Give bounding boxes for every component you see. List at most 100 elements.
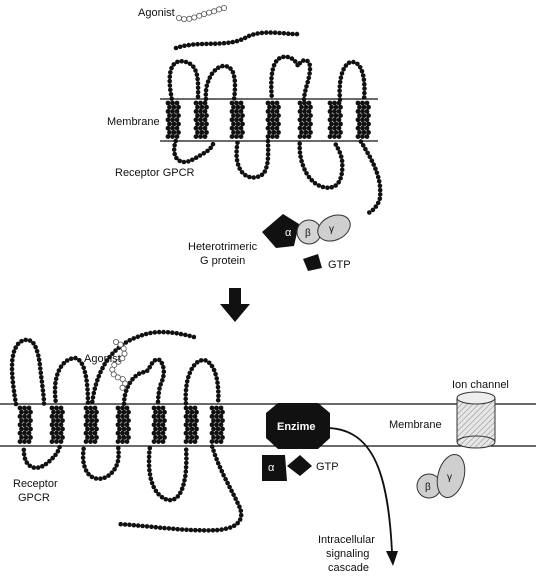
receptor-top-helix-bead — [271, 130, 277, 135]
receptor-top-bead — [367, 210, 372, 215]
receptor-bottom-bead — [175, 526, 180, 532]
receptor-bottom-bead — [233, 496, 238, 502]
gtp-bottom-label: GTP — [316, 461, 339, 473]
receptor-top-helix-bead — [265, 134, 271, 140]
receptor-top-helix-bead — [204, 121, 209, 127]
receptor-bottom-bead — [102, 475, 107, 481]
receptor-top-helix-bead — [332, 134, 337, 140]
receptor-top-helix-bead — [357, 121, 362, 127]
receptor-bottom-helix-bead — [183, 414, 189, 419]
receptor-bottom-bead — [156, 329, 162, 335]
receptor-bottom-bead — [40, 388, 46, 393]
receptor-bottom-bead — [201, 528, 207, 533]
receptor-top-helix-bead — [357, 130, 362, 135]
receptor-bottom-bead — [172, 496, 177, 502]
receptor-top-helix-bead — [360, 109, 365, 114]
receptor-bottom-helix-bead — [157, 435, 163, 440]
receptor-top-helix-bead — [336, 100, 342, 106]
receptor-top-bead — [277, 56, 282, 61]
receptor-bottom-helix-bead — [151, 422, 157, 428]
receptor-bottom-helix-bead — [120, 439, 125, 444]
receptor-bottom-bead — [10, 353, 16, 359]
receptor-top-helix-bead — [265, 117, 271, 123]
receptor-bottom-bead — [184, 527, 189, 533]
receptor-bottom-helix-bead — [17, 405, 23, 411]
receptor-bottom-helix-bead — [121, 426, 127, 432]
receptor-bottom-bead — [40, 383, 45, 389]
top-panel: Agonist Membrane Receptor GPCR α β γ Het… — [107, 5, 383, 271]
receptor-top-helix-bead — [333, 130, 339, 135]
receptor-top-helix-bead — [297, 109, 303, 114]
receptor-top-bead — [281, 31, 287, 36]
receptor-bottom-helix-bead — [185, 418, 190, 423]
receptor-bottom-bead — [157, 357, 162, 363]
enzyme: Enzime — [266, 403, 330, 449]
receptor-top-helix-bead — [234, 109, 239, 114]
receptor-bottom-bead — [219, 527, 224, 532]
receptor-top-helix-bead — [355, 117, 361, 123]
receptor-top-helix-bead — [355, 125, 361, 131]
receptor-bottom-bead — [52, 389, 58, 395]
receptor-bottom-helix-bead — [160, 414, 166, 419]
receptor-top-bead — [320, 184, 326, 190]
receptor-top-bead — [374, 170, 380, 176]
receptor-bottom-bead — [235, 520, 240, 526]
receptor-bottom-helix-bead — [51, 426, 56, 432]
receptor-bottom-bead — [162, 525, 167, 531]
agonist-top-bead — [186, 15, 193, 22]
receptor-top-bead — [281, 54, 286, 60]
receptor-top-helix-bead — [274, 109, 280, 114]
receptor-top-helix-bead — [355, 100, 361, 106]
receptor-bottom-helix-bead — [183, 430, 189, 436]
receptor-bottom-helix-bead — [117, 418, 122, 423]
receptor-bottom-bead — [215, 460, 221, 466]
receptor-bottom-bead — [123, 340, 129, 345]
receptor-top-helix-bead — [306, 134, 312, 140]
agonist-bottom-bead — [113, 338, 120, 345]
receptor-top-helix-bead — [165, 100, 171, 106]
receptor-bottom-helix-bead — [211, 435, 216, 440]
receptor-bottom-helix-bead — [19, 426, 24, 432]
receptor-top-bead — [203, 96, 209, 102]
receptor-bottom-helix-bead — [89, 409, 95, 415]
receptor-top-helix-bead — [338, 104, 343, 110]
receptor-top-helix-bead — [364, 117, 370, 123]
receptor-top-helix-bead — [165, 117, 171, 123]
agonist-bottom-bead — [122, 380, 129, 387]
receptor-top-bead — [340, 163, 345, 168]
receptor-top-helix-bead — [171, 113, 177, 118]
receptor-top-helix-bead — [336, 134, 342, 140]
receptor-top-helix-bead — [229, 125, 235, 131]
receptor-bottom-helix-bead — [194, 435, 199, 440]
receptor-top-helix-bead — [271, 121, 277, 127]
receptor-top-helix-bead — [265, 109, 271, 114]
receptor-bottom-bead — [118, 521, 123, 527]
receptor-bottom-bead — [13, 397, 18, 403]
receptor-top-helix-bead — [267, 104, 272, 110]
receptor-top-helix-bead — [299, 104, 304, 110]
receptor-top-bead — [174, 155, 179, 161]
receptor-top-bead — [186, 159, 191, 164]
receptor-top-bead — [226, 40, 231, 46]
receptor-bottom-bead — [139, 333, 145, 338]
signaling-label-line2: signaling — [326, 548, 369, 560]
ion-channel-top — [456, 391, 496, 405]
receptor-bottom-bead — [130, 377, 135, 382]
receptor-top-helix-bead — [270, 117, 275, 123]
receptor-top-bead — [335, 146, 341, 151]
receptor-top-bead — [173, 45, 179, 51]
receptor-top-bead — [231, 74, 237, 79]
receptor-bottom-helix-bead — [160, 430, 166, 436]
receptor-bottom-bead — [39, 375, 44, 380]
agonist-top-molecule — [175, 5, 227, 23]
receptor-top-bead — [251, 32, 256, 37]
receptor-bottom-helix-bead — [153, 435, 158, 440]
agonist-bottom-bead — [115, 358, 122, 365]
receptor-top-bead — [168, 70, 173, 75]
receptor-bottom-helix-bead — [209, 405, 215, 411]
receptor-top-bead — [235, 140, 240, 145]
agonist-top-bead — [191, 14, 198, 21]
receptor-bottom-bead — [85, 395, 91, 401]
receptor-top-bead — [358, 139, 364, 144]
agonist-top-bead — [211, 8, 218, 15]
